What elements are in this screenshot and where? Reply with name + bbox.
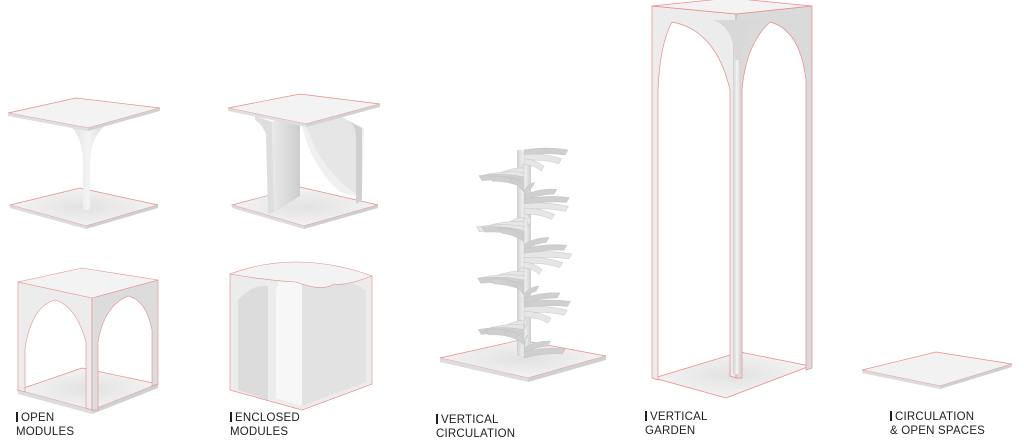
- stair-step: [523, 334, 529, 350]
- enclosed-module-vault: [228, 261, 374, 411]
- stair-step: [523, 311, 552, 324]
- enclosed-module-box: [227, 93, 381, 229]
- open-space-slab: [861, 351, 1013, 389]
- stair-step: [523, 212, 532, 227]
- label-vertical-garden: VERTICAL GARDEN: [645, 411, 708, 437]
- stair-step: [512, 281, 525, 296]
- label-circulation-open-spaces: CIRCULATION & OPEN SPACES: [890, 411, 986, 437]
- stair-step: [498, 228, 525, 242]
- label-open-modules: OPEN MODULES: [16, 412, 75, 438]
- open-module-column: [7, 97, 161, 229]
- label-vertical-circulation: VERTICAL CIRCULATION: [436, 414, 516, 440]
- stair-step: [523, 158, 545, 172]
- stair-step: [523, 182, 536, 198]
- stair-step: [523, 208, 555, 220]
- label-enclosed-modules: ENCLOSED MODULES: [230, 412, 300, 438]
- stair-step: [523, 315, 528, 330]
- stair-step: [520, 231, 525, 246]
- spiral-steps: [476, 147, 573, 359]
- stair-step: [523, 262, 543, 275]
- open-module-arches: [16, 267, 160, 414]
- stair-step: [503, 331, 525, 345]
- stair-step: [523, 348, 566, 359]
- stair-step: [523, 285, 540, 301]
- vertical-garden-tower: [651, 0, 813, 399]
- stair-step: [509, 178, 525, 193]
